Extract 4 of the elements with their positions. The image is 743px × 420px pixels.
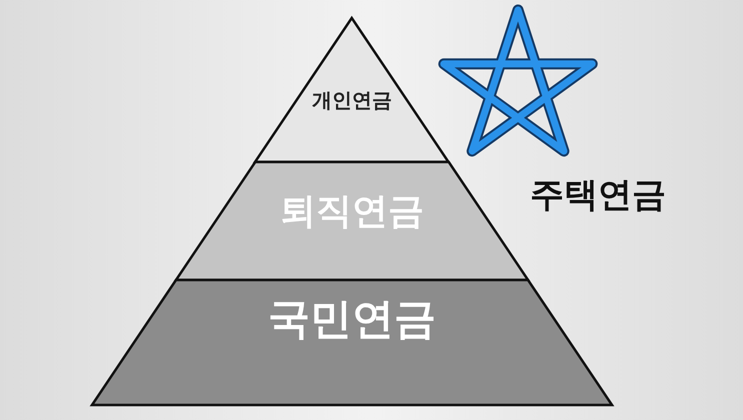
- tier-label: 퇴직연금: [278, 190, 425, 234]
- tier-label: 국민연금: [267, 292, 437, 345]
- floating-label: 주택연금: [530, 174, 666, 217]
- tier-label: 개인연금: [310, 87, 393, 114]
